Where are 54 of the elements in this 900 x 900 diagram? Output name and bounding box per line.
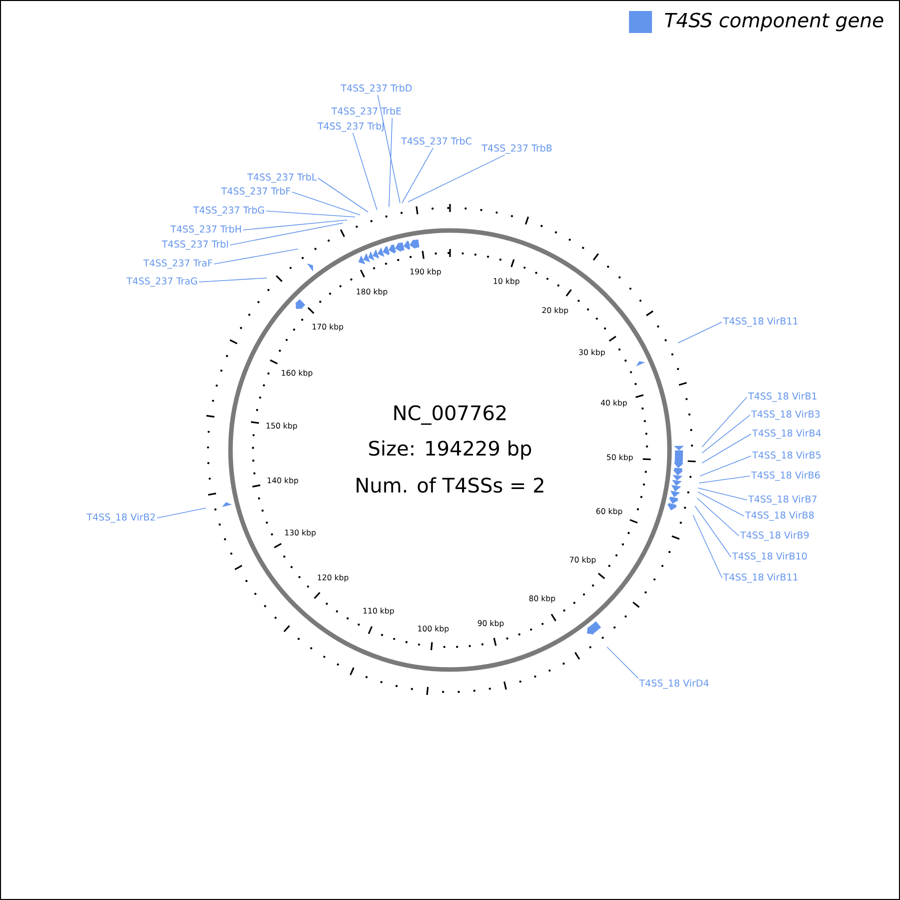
gene-label: T4SS_18 VirB11 xyxy=(723,317,798,327)
leader-line xyxy=(698,492,744,516)
gene-label: T4SS_18 VirB5 xyxy=(752,451,821,461)
leader-line xyxy=(156,508,206,518)
gene-label: T4SS_237 TrbJ xyxy=(318,122,384,132)
gene-label: T4SS_237 TrbH xyxy=(170,225,241,235)
gene-label: T4SS_18 VirB7 xyxy=(748,495,817,505)
leader-line xyxy=(678,322,722,344)
gene-label: T4SS_18 VirB9 xyxy=(740,531,809,541)
leader-line xyxy=(702,414,750,454)
gene-label: T4SS_237 TraF xyxy=(143,259,212,269)
gene-label: T4SS_237 TrbL xyxy=(247,173,317,183)
gene-label: T4SS_18 VirB8 xyxy=(745,511,814,521)
leader-line xyxy=(698,488,748,500)
leader-line xyxy=(388,118,393,208)
leader-line xyxy=(318,178,368,212)
gene-label: T4SS_237 TrbC xyxy=(401,137,472,147)
gene-label: T4SS_18 VirB1 xyxy=(748,392,816,402)
leader-line xyxy=(694,506,732,558)
gene-label: T4SS_18 VirB11 xyxy=(723,573,798,583)
gene-label: T4SS_237 TrbE xyxy=(331,107,401,117)
leader-line xyxy=(692,514,722,578)
gene-label: T4SS_237 TrbB xyxy=(482,144,552,154)
genome-size: Size: 194229 bp xyxy=(369,440,532,460)
leader-line xyxy=(696,498,740,536)
sequence-name: NC_007762 xyxy=(394,405,506,425)
gene-label: T4SS_237 TrbG xyxy=(193,206,264,216)
legend-label: T4SS component gene xyxy=(665,12,884,32)
leader-line xyxy=(606,646,638,678)
gene-label: T4SS_237 TraG xyxy=(126,277,198,287)
leader-line xyxy=(230,222,344,246)
leader-line xyxy=(352,132,378,210)
leader-line xyxy=(408,154,506,202)
leader-line xyxy=(242,220,348,230)
gene-label: T4SS_237 TrbD xyxy=(340,84,412,94)
leader-line xyxy=(214,248,298,264)
leader-line xyxy=(266,210,356,218)
gene-label: T4SS_18 VirB10 xyxy=(732,552,807,562)
gene-label: T4SS_237 TrbF xyxy=(221,187,290,197)
leader-line xyxy=(702,396,748,448)
gene-label: T4SS_18 VirB4 xyxy=(752,429,821,439)
leader-line xyxy=(292,192,360,216)
gene-label: T4SS_18 VirD4 xyxy=(639,679,709,689)
gene-label: T4SS_18 VirB2 xyxy=(86,513,155,523)
system-count: Num. of T4SSs = 2 xyxy=(356,477,544,493)
leader-line xyxy=(377,94,400,204)
gene-label: T4SS_18 VirB6 xyxy=(751,471,820,481)
leader-line xyxy=(702,434,752,464)
leader-line xyxy=(700,456,752,476)
gene-label: T4SS_237 TrbI xyxy=(162,240,228,250)
leader-line xyxy=(698,476,750,484)
leader-line xyxy=(198,278,268,282)
gene-label: T4SS_18 VirB3 xyxy=(751,410,820,420)
leader-line xyxy=(402,148,434,204)
